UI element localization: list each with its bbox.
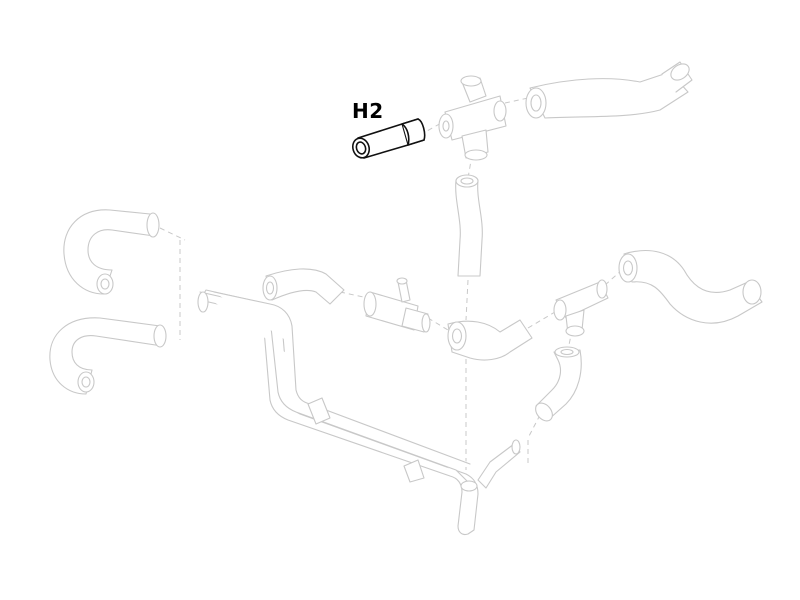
- hose-left-lower: [49, 317, 167, 395]
- hose-h2: [351, 118, 426, 159]
- t-connector-middle: [363, 277, 431, 333]
- y-connector-right: [553, 279, 609, 337]
- pipe-assembly: [197, 289, 521, 536]
- hose-bend-middle-left: [262, 268, 345, 305]
- hose-elbow-center: [447, 319, 533, 361]
- hose-vertical-middle: [455, 174, 483, 277]
- hose-left-upper: [63, 209, 160, 295]
- cross-connector-upper: [438, 75, 507, 161]
- hose-upper-right: [525, 61, 693, 119]
- hose-elbow-lower-right: [535, 346, 582, 422]
- part-label-h2: H2: [352, 99, 384, 123]
- hose-right-s: [618, 250, 763, 324]
